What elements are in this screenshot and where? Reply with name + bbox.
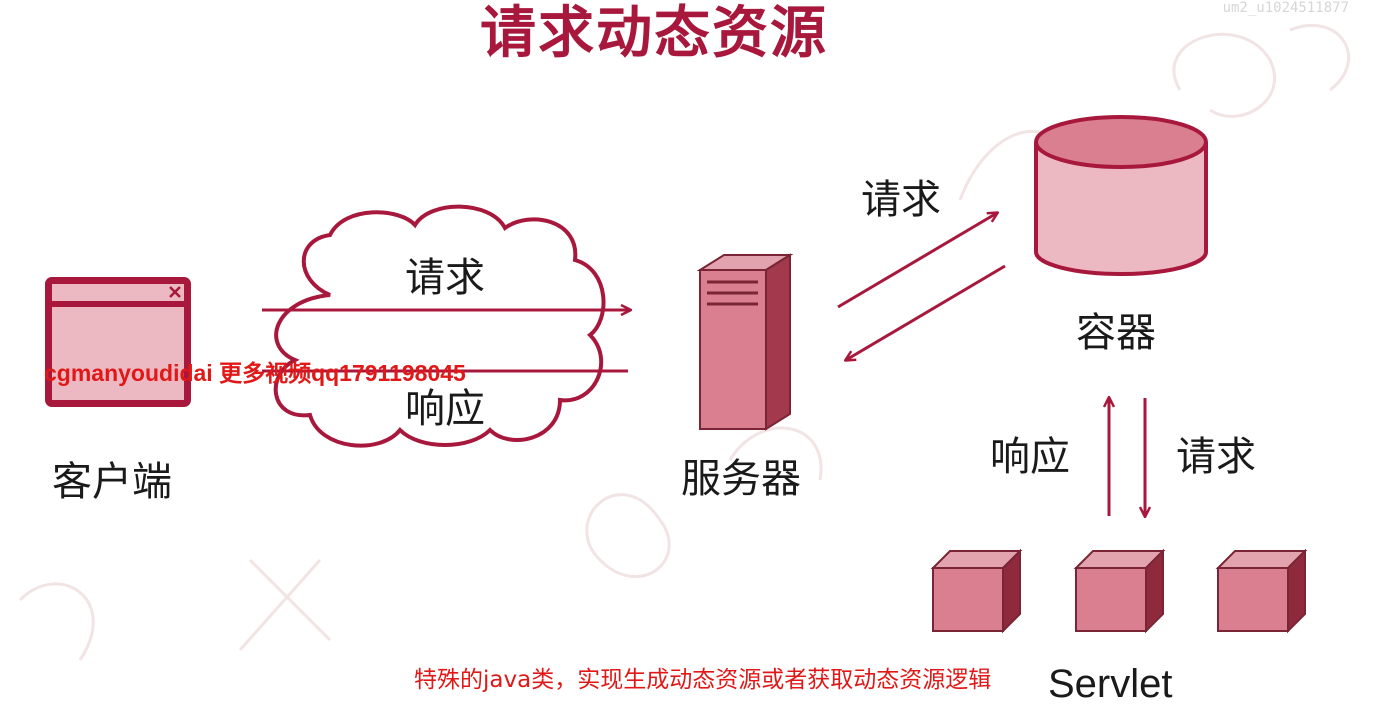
server-request-label: 请求: [861, 177, 941, 223]
server-label: 服务器: [681, 456, 801, 502]
cube-icon: [1215, 548, 1308, 634]
client-label: 客户端: [52, 459, 172, 505]
background-watermark: [18, 23, 1350, 661]
database-cylinder-icon: [1034, 115, 1208, 276]
browser-window-icon: [45, 277, 191, 407]
client-request-label: 请求: [405, 255, 485, 301]
server-request-arrow: [837, 213, 997, 309]
watermark-text: cgmanyoudidai 更多视频qq1791198045: [44, 360, 466, 386]
container-response-arrow: [846, 264, 1006, 360]
corner-watermark: um2_u1024511877: [1222, 0, 1349, 16]
client-response-label: 响应: [405, 386, 485, 432]
container-request-label: 请求: [1176, 434, 1256, 480]
slide-title: 请求动态资源: [480, 1, 828, 66]
cube-icon: [1073, 548, 1166, 634]
cloud-icon: [273, 204, 606, 448]
servlet-caption: 特殊的java类，实现生成动态资源或者获取动态资源逻辑: [414, 667, 992, 693]
server-tower-icon: [696, 253, 794, 431]
cube-icon: [930, 548, 1023, 634]
container-response-label: 响应: [990, 434, 1070, 480]
servlet-label: Servlet: [1048, 662, 1173, 706]
container-label: 容器: [1076, 310, 1156, 356]
